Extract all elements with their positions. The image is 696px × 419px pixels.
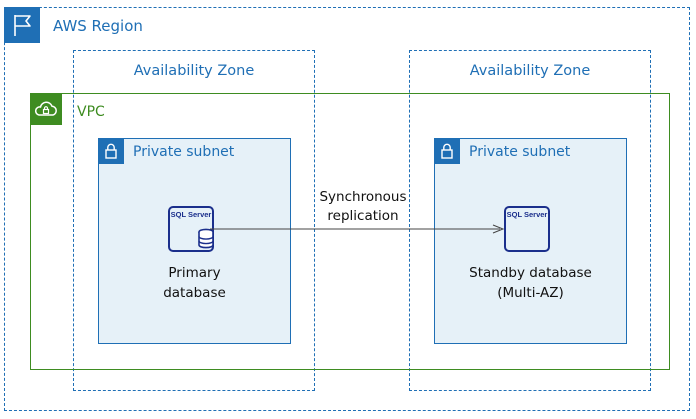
primary-db-icon-text: SQL Server bbox=[171, 210, 212, 219]
replication-line2: replication bbox=[327, 208, 399, 224]
region-badge bbox=[4, 7, 40, 43]
primary-database-caption: Primary database bbox=[108, 263, 281, 303]
cloud-lock-icon bbox=[35, 101, 57, 116]
region-label: AWS Region bbox=[53, 17, 143, 35]
aws-region-boundary bbox=[4, 7, 690, 411]
flag-icon bbox=[14, 15, 31, 36]
vpc-label: VPC bbox=[77, 104, 105, 120]
subnet-2-label: Private subnet bbox=[469, 144, 571, 160]
replication-label: Synchronous replication bbox=[290, 188, 436, 226]
lock-icon bbox=[105, 143, 117, 159]
private-subnet-2 bbox=[434, 138, 627, 344]
primary-database-icon: SQL Server bbox=[168, 206, 214, 252]
subnet-1-label: Private subnet bbox=[133, 144, 235, 160]
lock-icon bbox=[441, 143, 453, 159]
replication-arrow bbox=[210, 224, 505, 234]
subnet-1-badge bbox=[98, 138, 124, 164]
primary-caption-line2: database bbox=[163, 285, 226, 301]
standby-db-icon-text: SQL Server bbox=[507, 210, 548, 219]
subnet-2-badge bbox=[434, 138, 460, 164]
standby-caption-line1: Standby database bbox=[469, 265, 592, 281]
availability-zone-1 bbox=[73, 50, 315, 391]
replication-line1: Synchronous bbox=[319, 189, 407, 205]
database-cylinder-icon bbox=[198, 228, 214, 249]
standby-database-caption: Standby database (Multi-AZ) bbox=[444, 263, 617, 303]
standby-database-icon: SQL Server bbox=[504, 206, 550, 252]
standby-caption-line2: (Multi-AZ) bbox=[497, 285, 564, 301]
availability-zone-2 bbox=[409, 50, 651, 391]
primary-caption-line1: Primary bbox=[168, 265, 221, 281]
vpc-boundary bbox=[30, 93, 670, 370]
vpc-badge bbox=[30, 93, 62, 125]
private-subnet-1 bbox=[98, 138, 291, 344]
availability-zone-1-label: Availability Zone bbox=[133, 63, 255, 79]
availability-zone-2-label: Availability Zone bbox=[469, 63, 591, 79]
